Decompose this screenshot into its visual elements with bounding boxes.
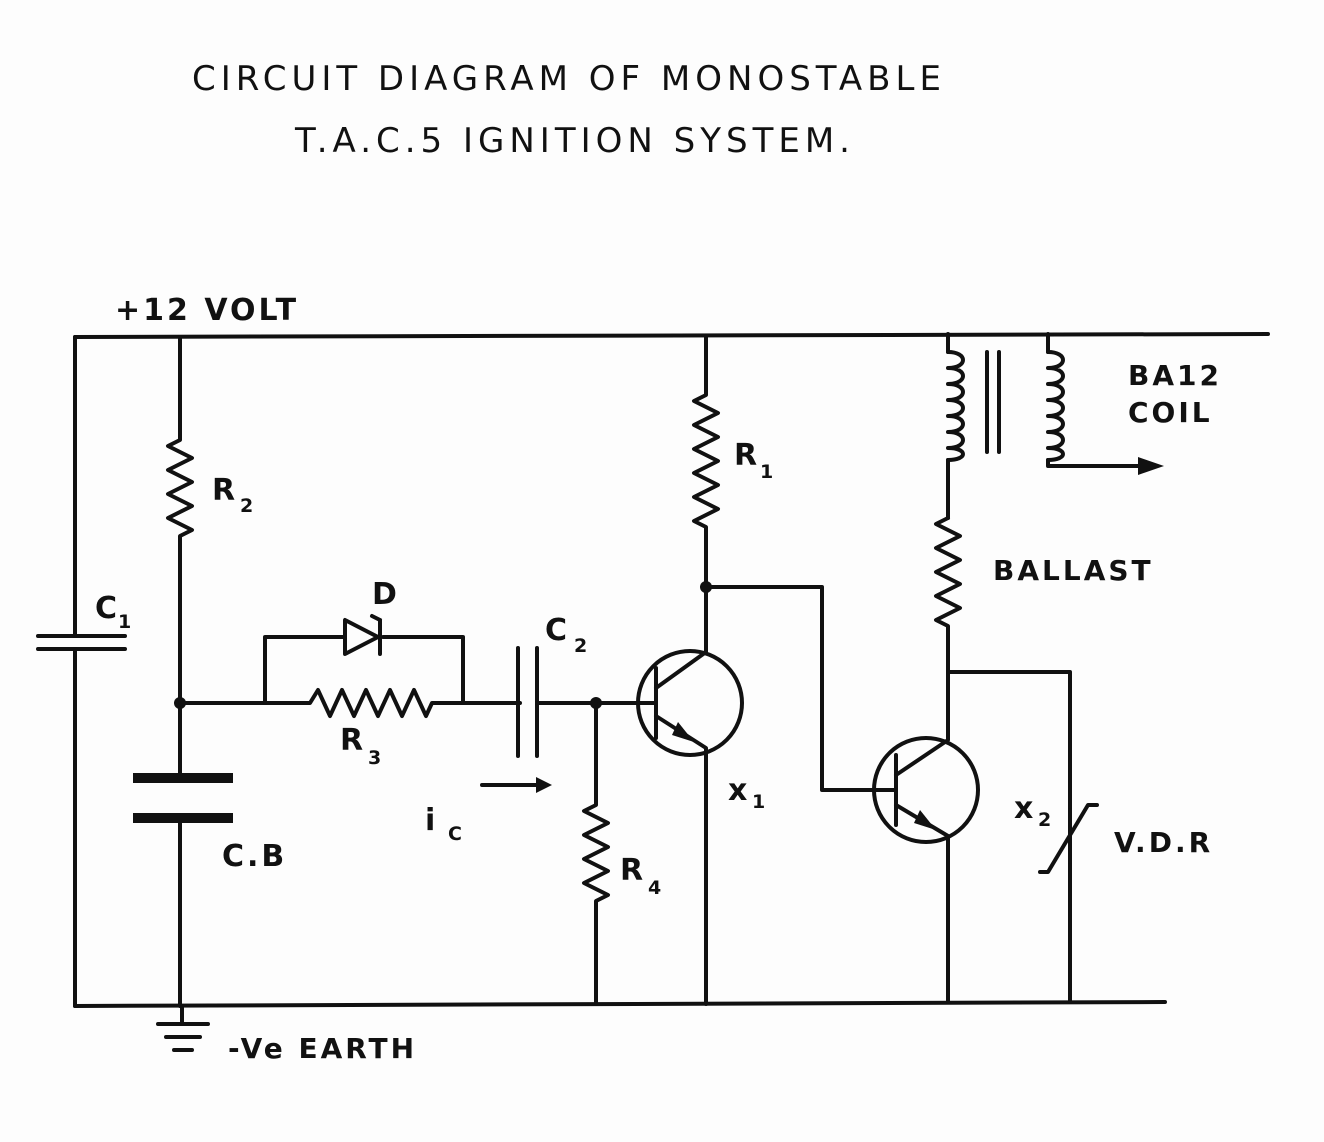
c1-label: C — [95, 591, 120, 626]
resistor-ballast — [934, 516, 962, 674]
r3-label-sub: 3 — [368, 747, 384, 769]
earth-rail — [73, 1000, 1167, 1008]
d-label: D — [372, 577, 400, 612]
resistor-r4 — [582, 701, 610, 1006]
supply-rail — [73, 332, 1270, 339]
c2-label-sub: 2 — [574, 635, 590, 657]
current-arrow-ic — [480, 777, 552, 793]
transistor-x2 — [872, 670, 980, 1004]
r2-label: R — [212, 473, 238, 508]
capacitor-c1 — [36, 335, 127, 1008]
coil-label-line-2: COIL — [1128, 396, 1213, 429]
cb-label: C.B — [222, 839, 287, 874]
x1-label: x — [728, 773, 750, 808]
r4-label: R — [620, 853, 646, 888]
diode-d — [263, 614, 465, 705]
vdr-label: V.D.R — [1114, 826, 1213, 859]
c2-label: C — [545, 613, 570, 648]
r3-label: R — [340, 723, 366, 758]
capacitor-c2 — [516, 646, 642, 758]
r1-label: R — [734, 438, 760, 473]
ic-label: i — [425, 803, 438, 838]
c1-label-sub: 1 — [118, 611, 134, 633]
supply-label: +12 VOLT — [115, 293, 299, 328]
r4-label-sub: 4 — [648, 877, 664, 899]
x1-label-sub: 1 — [752, 791, 768, 813]
transistor-x1 — [636, 585, 744, 1006]
ground-symbol — [156, 1004, 210, 1052]
earth-label: -Ve EARTH — [228, 1032, 417, 1065]
wire-x1-to-x2-base — [704, 585, 880, 792]
title-line-2: T.A.C.5 IGNITION SYSTEM. — [294, 121, 855, 161]
r1-label-sub: 1 — [760, 461, 776, 483]
battery-cb — [133, 701, 233, 1008]
ic-label-sub: C — [448, 823, 465, 845]
resistor-r1 — [692, 335, 720, 589]
x2-label-sub: 2 — [1038, 809, 1054, 831]
ignition-coil — [946, 332, 1164, 520]
vdr — [946, 670, 1099, 1004]
coil-label-line-1: BA12 — [1128, 359, 1222, 392]
resistor-r3 — [178, 688, 522, 718]
ballast-label: BALLAST — [993, 554, 1154, 587]
resistor-r2 — [166, 335, 194, 705]
title-line-1: CIRCUIT DIAGRAM OF MONOSTABLE — [192, 59, 946, 99]
x2-label: x — [1014, 791, 1036, 826]
r2-label-sub: 2 — [240, 495, 256, 517]
